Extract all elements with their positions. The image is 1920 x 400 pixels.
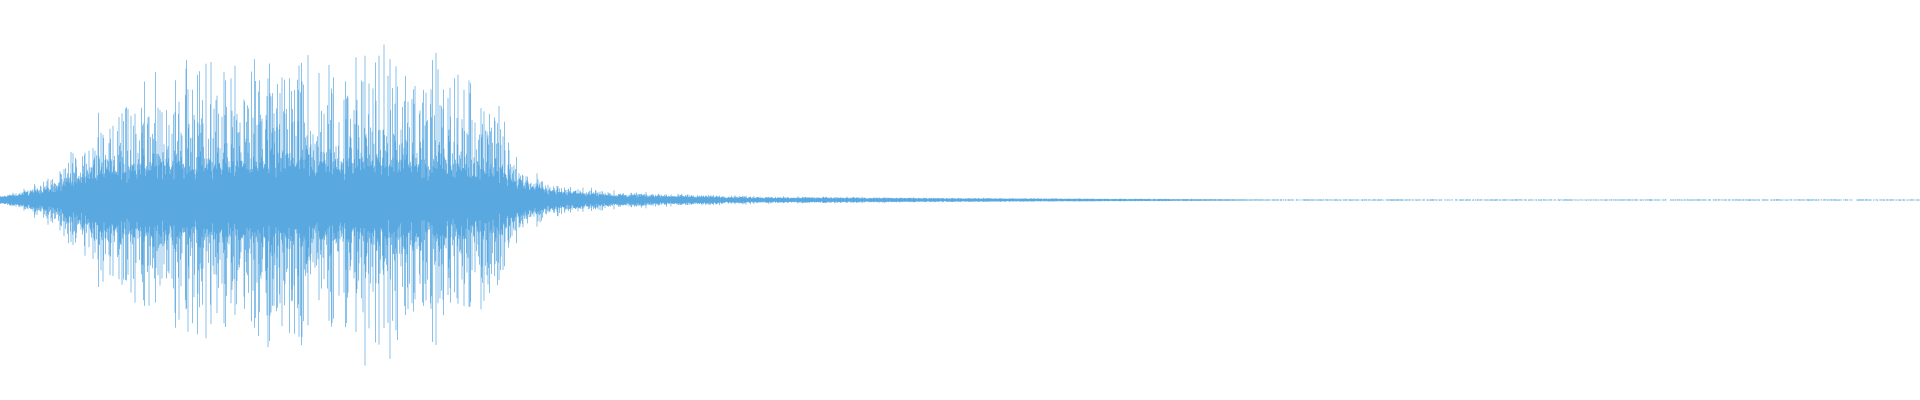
waveform-signal — [0, 44, 1920, 366]
